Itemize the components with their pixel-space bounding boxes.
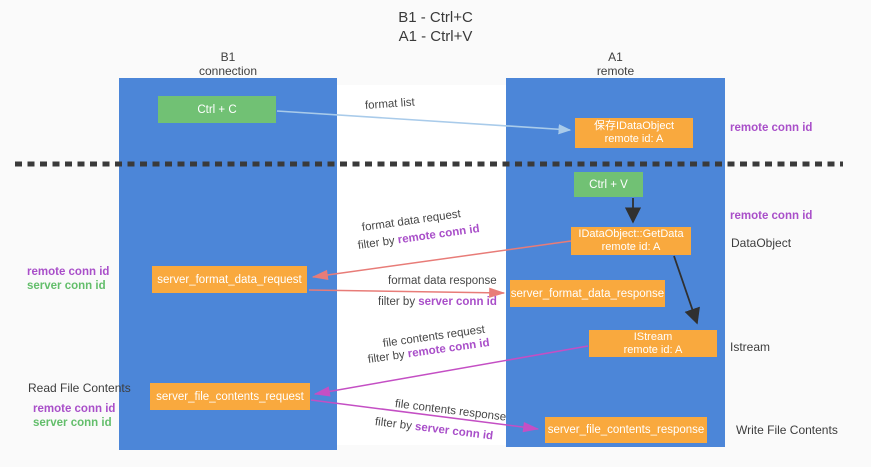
node-server-format-data-request: server_format_data_request [152,266,307,293]
node-ctrl-c-label: Ctrl + C [197,103,237,116]
node-server-format-data-request-label: server_format_data_request [157,273,302,286]
filter-by-text: filter by [378,296,419,308]
right-column-role: remote [596,64,635,78]
left-column-role: connection [198,64,258,78]
node-save-idataobject-line1: 保存IDataObject [593,120,675,132]
node-server-format-data-response-label: server_format_data_response [510,287,665,300]
title-line-2: A1 - Ctrl+V [398,28,473,45]
node-ctrl-v: Ctrl + V [574,172,643,197]
node-save-idataobject-line2: remote id: A [604,133,664,145]
right-label-write-file-contents: Write File Contents [736,423,838,437]
node-save-idataobject: 保存IDataObject remote id: A [575,118,693,148]
edge-label-format-data-response: format data response [388,275,497,287]
edge-label-filter-server-1: filter by server conn id [378,296,497,308]
left-label-remote-conn-id-2: remote conn id [33,403,116,415]
left-label-server-conn-id-1: server conn id [27,280,106,292]
node-server-file-contents-request: server_file_contents_request [150,383,310,410]
node-ctrl-c: Ctrl + C [158,96,276,123]
right-label-dataobject: DataObject [731,236,792,250]
right-label-istream: Istream [730,340,771,354]
right-label-remote-conn-id-1: remote conn id [730,122,813,134]
left-label-server-conn-id-2: server conn id [33,417,112,429]
filter-server-conn-id: server conn id [418,296,497,308]
diagram-title: B1 - Ctrl+C A1 - Ctrl+V [0,8,871,46]
left-column-name: B1 [220,50,236,64]
edge-label-format-data-response-text: format data response [388,275,497,287]
node-ctrl-v-label: Ctrl + V [589,178,628,191]
node-istream-line1: IStream [633,330,673,343]
left-column-header: B1 connection [119,50,337,78]
right-label-remote-conn-id-2: remote conn id [730,210,813,222]
right-column-name: A1 [608,50,623,64]
node-server-file-contents-response-label: server_file_contents_response [547,424,705,436]
node-server-file-contents-request-label: server_file_contents_request [156,390,304,403]
node-idataobject-getdata-line2: remote id: A [601,241,661,253]
label-gap-background [337,85,506,445]
node-istream: IStream remote id: A [589,330,717,357]
right-column-header: A1 remote [506,50,725,78]
title-line-1: B1 - Ctrl+C [398,9,473,26]
left-label-remote-conn-id-1: remote conn id [27,266,110,278]
node-idataobject-getdata-line1: IDataObject::GetData [578,228,684,240]
left-label-read-file-contents: Read File Contents [28,381,131,395]
node-idataobject-getdata: IDataObject::GetData remote id: A [571,227,691,255]
node-server-file-contents-response: server_file_contents_response [545,417,707,443]
node-istream-line2: remote id: A [623,343,683,356]
node-server-format-data-response: server_format_data_response [510,280,665,307]
